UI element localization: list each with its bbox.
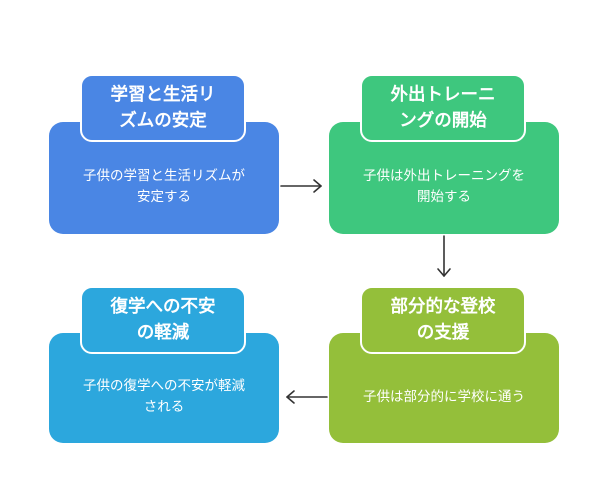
- arrow-step3-to-step4: [286, 390, 328, 404]
- step-1-description: 子供の学習と生活リズムが 安定する: [83, 168, 245, 205]
- step-2-box: 子供は外出トレーニングを 開始する: [329, 122, 559, 234]
- step-2-title: 外出トレーニ ングの開始: [360, 74, 526, 142]
- step-2-description: 子供は外出トレーニングを 開始する: [363, 168, 525, 205]
- step-1-title: 学習と生活リ ズムの安定: [80, 74, 246, 142]
- step-4-description: 子供の復学への不安が軽減 される: [83, 378, 245, 415]
- step-4-title: 復学への不安 の軽減: [80, 286, 246, 354]
- arrow-step1-to-step2: [280, 179, 322, 193]
- step-3-title: 部分的な登校 の支援: [360, 286, 526, 354]
- step-3-description: 子供は部分的に学校に通う: [363, 388, 525, 405]
- arrow-step2-to-step3: [437, 235, 451, 277]
